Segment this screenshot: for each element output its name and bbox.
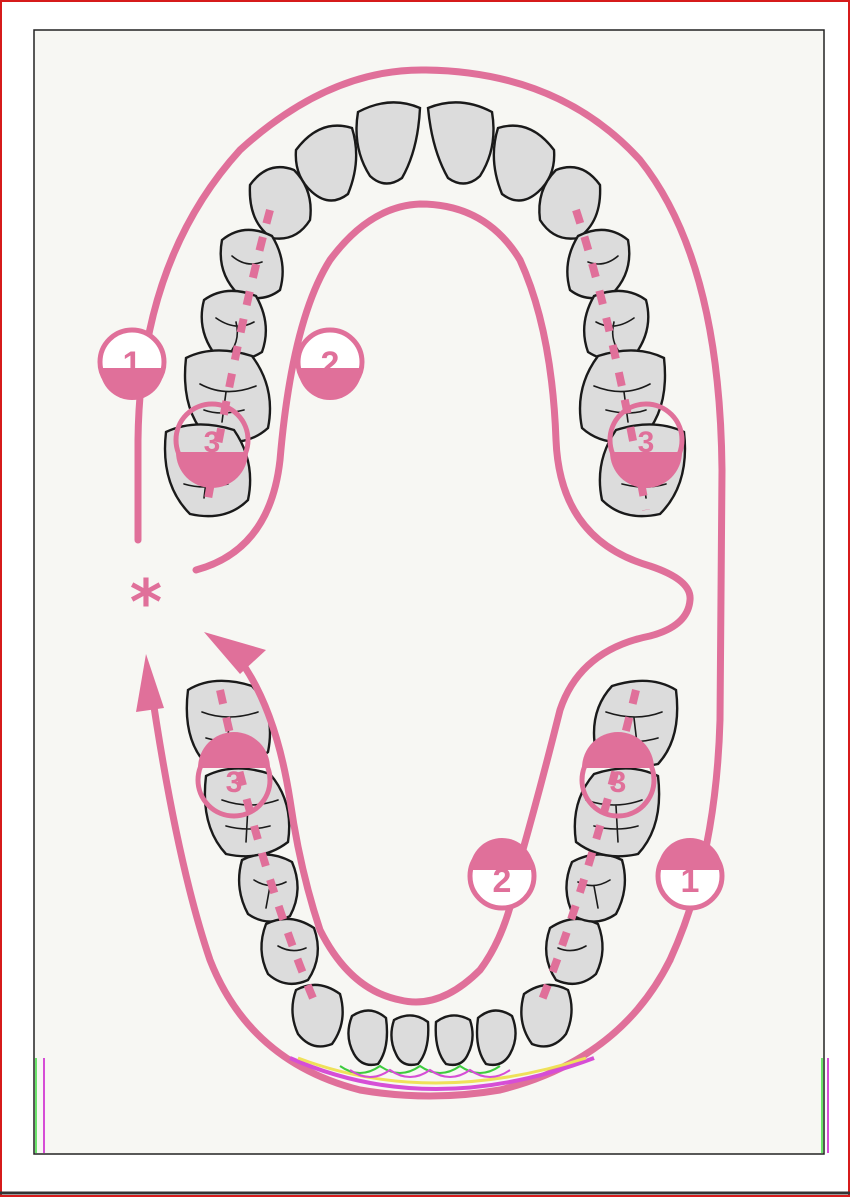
label-lower-left-3: 3 (226, 766, 243, 799)
label-upper-inner-text: 2 (321, 345, 340, 383)
label-upper-outer-text: 1 (123, 345, 142, 383)
label-lower-outer-text: 1 (681, 862, 700, 900)
label-upper-outer: 1 (100, 330, 164, 400)
label-lower-outer: 1 (658, 838, 722, 908)
lower-premolar-right-2 (546, 919, 602, 984)
start-marker-asterisk: * (130, 566, 162, 639)
lower-incisor-3 (436, 1015, 473, 1064)
lower-incisor-2 (391, 1015, 428, 1064)
label-upper-left-3: 3 (204, 426, 221, 459)
label-upper-inner: 2 (298, 330, 362, 400)
lower-premolar-left-2 (261, 919, 317, 984)
label-upper-right-3: 3 (638, 426, 655, 459)
lower-canine-left (292, 985, 342, 1047)
label-lower-right-3: 3 (610, 766, 627, 799)
label-lower-inner-text: 2 (493, 862, 512, 900)
label-lower-inner: 2 (470, 838, 534, 908)
